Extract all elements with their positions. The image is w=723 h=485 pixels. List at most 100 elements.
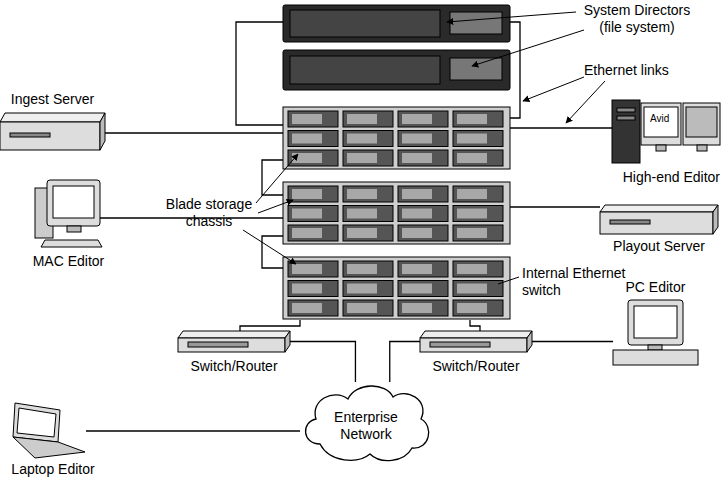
blade-unit <box>292 114 322 124</box>
leader-arrow <box>472 30 584 66</box>
switch-icon <box>430 342 490 347</box>
blade-unit <box>347 189 377 199</box>
leader-arrow <box>566 81 605 123</box>
blade-unit <box>292 209 322 219</box>
pc-editor-icon <box>648 345 662 350</box>
blade-unit <box>347 228 377 238</box>
node-label: MAC Editor <box>25 253 112 270</box>
high-end-editor-icon <box>617 108 635 112</box>
callout-label: Ethernet links <box>584 62 684 79</box>
ethernet-wire <box>236 22 283 125</box>
callout-label: Blade storage chassis <box>160 196 258 230</box>
switch-icon <box>527 331 532 352</box>
storage-chassis <box>283 182 510 244</box>
high-end-editor-icon <box>612 100 640 163</box>
blade-unit <box>347 303 377 313</box>
high-end-editor-icon <box>683 103 720 145</box>
server-device: Ingest Server <box>0 113 105 150</box>
blade-unit <box>398 131 448 147</box>
blade-unit <box>292 189 322 199</box>
blade-unit <box>457 114 487 124</box>
node-label: Switch/Router <box>420 358 532 375</box>
blade-unit <box>402 114 432 124</box>
blade-unit <box>292 228 322 238</box>
leader-arrow <box>447 12 576 22</box>
mac-editor-icon <box>41 240 102 247</box>
node-label: Laptop Editor <box>3 461 103 478</box>
leader-arrow <box>256 154 298 203</box>
ingest-server-icon <box>0 113 105 122</box>
blade-unit <box>457 209 487 219</box>
blade-unit <box>398 261 448 277</box>
node-label: Ingest Server <box>0 91 105 108</box>
ethernet-wire <box>262 236 283 268</box>
blade-unit <box>347 264 377 274</box>
switch-icon <box>178 338 285 352</box>
blade-unit <box>398 206 448 222</box>
blade-unit <box>453 131 503 147</box>
switch-icon <box>420 331 532 338</box>
blade-unit <box>288 300 338 316</box>
blade-unit <box>343 225 393 241</box>
high-end-editor-icon <box>686 107 717 137</box>
node-label: High-end Editor <box>602 169 720 186</box>
node-label: Enterprise Network <box>316 409 416 443</box>
blade-unit <box>453 225 503 241</box>
blade-unit <box>457 284 487 294</box>
playout-server-icon <box>610 220 650 224</box>
blade-unit <box>292 134 322 144</box>
ethernet-wire <box>510 206 600 207</box>
blade-unit <box>402 228 432 238</box>
leader-arrow <box>243 12 605 264</box>
blade-unit <box>398 186 448 202</box>
blade-unit <box>402 264 432 274</box>
blade-unit <box>288 131 338 147</box>
network-link <box>532 341 613 342</box>
high-end-editor-icon <box>656 145 666 151</box>
blade-unit <box>457 134 487 144</box>
pc-editor-icon <box>634 306 677 338</box>
blade-unit <box>288 186 338 202</box>
blade-unit <box>402 209 432 219</box>
switch-icon <box>420 338 527 352</box>
node-label: PC Editor <box>613 279 698 296</box>
leader-line <box>498 277 519 284</box>
workstation: High-end EditorAvid <box>612 98 720 164</box>
network-cloud: Enterprise Network <box>300 382 432 464</box>
playout-server-icon <box>713 205 718 234</box>
pc-editor-icon <box>628 300 683 345</box>
blade-unit <box>292 264 322 274</box>
blade-unit <box>457 189 487 199</box>
ethernet-wire <box>105 132 283 133</box>
blade-unit <box>453 150 503 166</box>
ethernet-wire <box>262 160 283 195</box>
high-end-editor-icon <box>612 100 720 163</box>
playout-server-icon <box>600 205 718 234</box>
blade-unit <box>457 228 487 238</box>
blade-unit <box>453 206 503 222</box>
system-director <box>283 50 510 90</box>
blade-unit <box>347 153 377 163</box>
blade-unit <box>288 225 338 241</box>
blade-unit <box>398 225 448 241</box>
ingest-server-icon <box>0 122 100 150</box>
blade-unit <box>343 111 393 127</box>
blade-unit <box>402 284 432 294</box>
screen-text: Avid <box>650 113 680 125</box>
leader-arrow <box>523 77 584 101</box>
ethernet-wire <box>240 320 300 331</box>
mac-editor-icon <box>53 186 94 218</box>
blade-unit <box>343 261 393 277</box>
node-label: Switch/Router <box>178 358 290 375</box>
blade-unit <box>398 281 448 297</box>
laptop-icon <box>13 403 85 458</box>
workstation: PC Editor <box>613 300 698 365</box>
mac-editor-icon <box>67 226 81 232</box>
playout-server-icon <box>600 205 718 212</box>
blade-unit <box>453 111 503 127</box>
callout-label: Internal Ethernet switch <box>522 265 644 299</box>
playout-server-icon <box>600 212 713 234</box>
blade-unit <box>347 284 377 294</box>
system-director <box>450 12 502 34</box>
